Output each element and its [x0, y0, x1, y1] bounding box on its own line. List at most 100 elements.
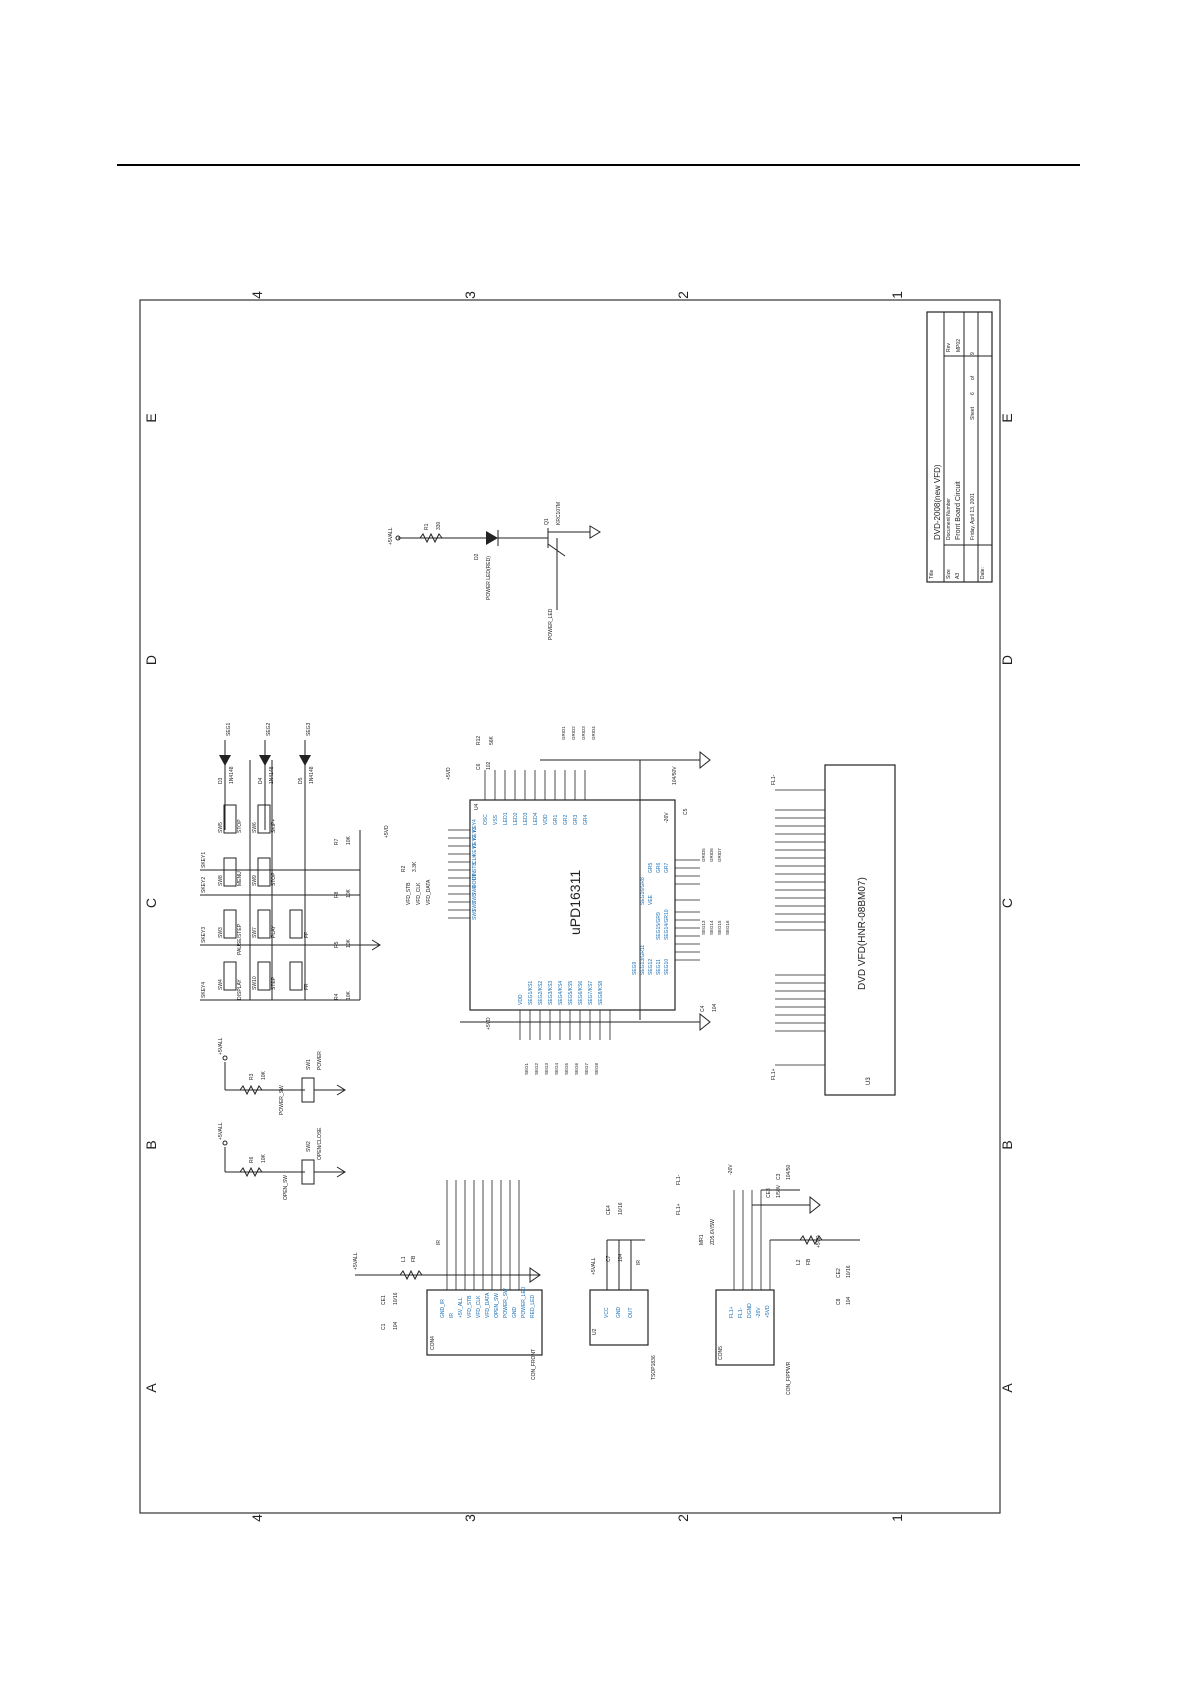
key-diodes: SEG1 D3 1N4148 SEG2 D4 1N4148 SEG3 D5 1N… [218, 722, 315, 830]
con-fip-body [715, 1289, 775, 1366]
diode-d3-value: 1N4148 [229, 766, 235, 784]
net-seg5: SEG5 [564, 1062, 569, 1075]
zone-label-E-right: E [999, 413, 1015, 422]
key-sw9-label: STOP [271, 872, 277, 886]
ic-pin-seg16: SEG16/GR8 [640, 877, 646, 905]
ce4-ref: CE4 [606, 1205, 612, 1215]
led-resistor-ref: R1 [424, 523, 430, 530]
zone-label-E-left: E [143, 413, 159, 422]
vfd-module: DVD VFD(HNR-08BM07) U3 FL1- FL1+ [771, 764, 896, 1096]
ce3-ref: CE3 [766, 1188, 772, 1198]
title-label: Title [929, 570, 935, 579]
con-front-ref: CON4 [430, 1336, 436, 1350]
diode-d3-symbol [219, 755, 231, 766]
date-label: Date: [980, 567, 986, 579]
con-fip-pin-4: -26V [756, 1307, 762, 1318]
zone-label-4-bottom: 4 [249, 1514, 265, 1522]
net-grid3: GRID3 [581, 726, 586, 740]
led-diode-symbol [486, 531, 498, 545]
ic-pin-seg15: SEG15/GR9 [656, 912, 662, 940]
power-resistor-ref: R3 [249, 1073, 255, 1080]
ic-pin-sw1: SW1 [472, 909, 478, 920]
ic-pin-seg9: SEG9 [632, 961, 638, 975]
ic-pin-led3: LED3 [523, 812, 529, 825]
ic-pin-seg12: SEG12 [648, 959, 654, 975]
con-front-body [426, 1289, 543, 1356]
zener-value: ZD5.6V/5W [710, 1219, 716, 1245]
key-sw9: SW9 [252, 875, 258, 886]
zone-label-2-top: 2 [675, 291, 691, 299]
ic-pin-stb: STB [472, 862, 478, 872]
ce3-value: 1/50V [776, 1184, 782, 1198]
c8-value: 104 [846, 1296, 852, 1305]
net-grid6: GRID6 [709, 848, 714, 862]
c3-ref: C3 [776, 1173, 782, 1180]
key-sw3-label: PAUSE/STEP [237, 923, 243, 955]
key-sw5: SW5 [218, 822, 224, 833]
con-fip-pin-3: DGND [747, 1303, 753, 1318]
diode-d4-symbol [259, 755, 271, 766]
ic-pin-seg7: SEG7/KS7 [588, 981, 594, 1005]
ir-ref: U2 [592, 1328, 598, 1335]
net-seg1: SEG1 [524, 1062, 529, 1075]
key-sw10: SW10 [252, 976, 258, 990]
sheet-label: Sheet [970, 406, 976, 420]
ic-pin-key2: KEY2 [472, 835, 478, 848]
key-sw10-label: STEP [271, 976, 277, 990]
con-fip-pin-5: +5VD [765, 1305, 771, 1318]
zone-label-D-right: D [999, 655, 1015, 665]
zone-label-3-top: 3 [462, 291, 478, 299]
main-ic-ref: U4 [474, 803, 480, 810]
ic-pin-led2: LED2 [513, 812, 519, 825]
key-net-1: SKEY1 [201, 852, 207, 868]
osc-resistor-ref: R12 [476, 736, 482, 745]
open-switch-label: OPEN/CLOSE [317, 1127, 323, 1160]
c3-value: 104/50 [786, 1164, 792, 1180]
net-seg4: SEG4 [554, 1062, 559, 1075]
vfd-stb-net: VFD_STB [406, 882, 412, 905]
open-resistor-ref: R6 [249, 1156, 255, 1163]
power-supply-label: +5VALL [218, 1037, 224, 1055]
net-grid1: GRID1 [561, 726, 566, 740]
key-sw5-label: STOP [237, 819, 243, 833]
ic-pin-sw4: SW4 [472, 885, 478, 896]
c5-ref: C5 [683, 808, 689, 815]
key-sw8-label: MENU [237, 871, 243, 886]
diode-d5-symbol [299, 755, 311, 766]
con-front-pin-11: RED_LED [530, 1295, 536, 1318]
ic-pin-seg8: SEG8/KS8 [598, 981, 604, 1005]
key-r4: R4 [334, 993, 340, 1000]
front-ir-net: IR [436, 1240, 442, 1245]
key-r8-value: 10K [346, 888, 352, 898]
con-front-pin-8: POWER_SW [503, 1288, 509, 1318]
zone-label-A-right: A [999, 1383, 1015, 1393]
ic-pin-clk: CLK [472, 854, 478, 864]
ic-pin-gr4: GR4 [583, 815, 589, 826]
open-resistor-value: 10K [261, 1153, 267, 1163]
diode-d5-net: SEG3 [306, 722, 312, 736]
power-switch-ref: SW1 [306, 1059, 312, 1070]
diode-d4-value: 1N4148 [269, 766, 275, 784]
ic-pin-seg4: SEG4/KS4 [558, 981, 564, 1005]
power-led-net: POWER_LED [548, 608, 554, 640]
ic-pin-sw3: SW3 [472, 893, 478, 904]
ic-vee-net: -26V [664, 812, 670, 823]
vfd-data-net: VFD_DATA [426, 879, 432, 905]
zone-label-C-right: C [999, 898, 1015, 908]
c5-value: 104/50V [672, 766, 678, 785]
key-sw11-label: FF [304, 932, 310, 938]
ic-pin-led4: LED4 [533, 812, 539, 825]
ir-receiver: U2 TSOP1836 VCC GND OUT +5VALL CE4 10/16… [589, 1202, 657, 1380]
osc-cap-value: 102 [486, 761, 492, 770]
main-ic-body [469, 799, 676, 1011]
c4-value: 104 [712, 1003, 718, 1012]
key-r7: R7 [334, 838, 340, 845]
c7-ref: C7 [606, 1255, 612, 1262]
open-supply-label: +5VALL [218, 1122, 224, 1140]
ic-pin-vdd-top: VDD [543, 814, 549, 825]
con-front-pin-10: POWER_LED [521, 1286, 527, 1318]
key-r4-value: 10K [346, 990, 352, 1000]
con-front-pin-3: +5V_ALL [458, 1297, 464, 1318]
key-sw6: SW6 [252, 822, 258, 833]
front-supply: +5VALL [353, 1252, 359, 1270]
